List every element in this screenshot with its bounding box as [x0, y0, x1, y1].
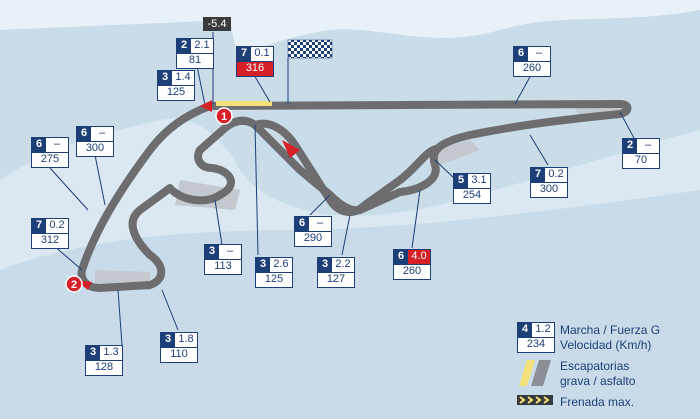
track-outline	[77, 100, 632, 292]
corner-speed: 125	[157, 86, 195, 101]
corner-box: 3– 113	[204, 244, 242, 275]
legend-gear-g-label: Marcha / Fuerza G	[560, 323, 661, 337]
legend-runoff-line1: Escapatorias	[560, 359, 630, 373]
corner-gear: 3	[205, 245, 219, 259]
corner-gear: 6	[394, 250, 408, 264]
corner-gear: 3	[256, 258, 270, 272]
corner-speed: 312	[31, 234, 69, 249]
corner-g-force: –	[644, 139, 652, 151]
corner-g-force: 0.2	[548, 168, 564, 180]
corner-gear: 3	[161, 333, 175, 347]
red-arrow	[282, 140, 300, 158]
corner-speed: 254	[453, 189, 491, 204]
corner-gear: 7	[32, 219, 46, 233]
corner-gear: 3	[318, 258, 332, 272]
corner-gear: 5	[454, 174, 468, 188]
corner-gear: 7	[531, 168, 545, 182]
corner-g-force: –	[535, 47, 543, 59]
turn-marker-1: 1	[215, 107, 233, 125]
svg-text:2: 2	[71, 279, 77, 291]
corner-gear: 2	[623, 139, 637, 153]
corner-gear: 3	[86, 346, 100, 360]
legend-braking-swatch	[517, 395, 553, 405]
corner-speed: 260	[393, 265, 431, 280]
corner-box: 6– 300	[76, 126, 114, 157]
corner-g-force: 2.2	[335, 258, 351, 270]
legend-gear: 4	[518, 323, 532, 337]
corner-speed: 275	[31, 153, 69, 168]
corner-g-force: 1.4	[175, 71, 191, 83]
corner-g-force: 0.1	[254, 47, 270, 59]
corner-g-force: 2.6	[273, 258, 289, 270]
corner-gear: 2	[177, 39, 191, 53]
corner-gear: 6	[77, 127, 91, 141]
turn-marker-2: 2	[65, 275, 83, 293]
corner-gear: 3	[158, 71, 172, 85]
corner-gear: 7	[237, 47, 251, 61]
corner-box: 6– 290	[294, 216, 332, 247]
corner-box: 2– 70	[622, 138, 660, 169]
corner-gear: 6	[295, 217, 309, 231]
corner-speed: 260	[513, 62, 551, 77]
runoff-area	[430, 140, 480, 165]
legend-runoff-line2: grava / asfalto	[560, 374, 636, 388]
corner-speed: 81	[176, 54, 214, 69]
corner-speed: 290	[294, 232, 332, 247]
corner-speed: 70	[622, 154, 660, 169]
checkered-flag	[287, 39, 333, 59]
svg-text:1: 1	[221, 111, 227, 123]
corner-speed: 125	[255, 273, 293, 288]
corner-gear: 6	[32, 138, 46, 152]
corner-gear: 6	[514, 47, 528, 61]
corner-g-force: 1.8	[178, 333, 194, 345]
corner-speed: 128	[85, 361, 123, 376]
braking-zone	[216, 101, 272, 106]
corner-speed: 110	[160, 348, 198, 363]
corner-g-force: 4.0	[408, 250, 430, 264]
corner-speed: 113	[204, 260, 242, 275]
corner-speed: 316	[236, 62, 274, 77]
legend-speed: 234	[517, 338, 555, 353]
legend-runoff-swatch	[519, 360, 551, 386]
corner-g-force: 0.2	[49, 219, 65, 231]
legend-speed-label: Velocidad (Km/h)	[560, 338, 652, 352]
corner-g-force: 3.1	[471, 174, 487, 186]
corner-speed: 127	[317, 273, 355, 288]
corner-speed: 300	[76, 142, 114, 157]
delta-time: -5.4	[203, 17, 231, 31]
corner-g-force: –	[226, 245, 234, 257]
corner-g-force: 1.3	[103, 346, 119, 358]
corner-g-force: –	[98, 127, 106, 139]
corner-g-force: –	[53, 138, 61, 150]
upper-land	[0, 0, 700, 60]
corner-box: 6– 260	[513, 46, 551, 77]
legend-g: 1.2	[535, 323, 551, 335]
red-arrow	[200, 100, 212, 112]
corner-box: 6– 275	[31, 137, 69, 168]
corner-g-force: –	[316, 217, 324, 229]
corner-g-force: 2.1	[194, 39, 210, 51]
legend-braking-label: Frenada max.	[560, 395, 635, 409]
corner-speed: 300	[530, 183, 568, 198]
track-outline	[253, 119, 441, 216]
